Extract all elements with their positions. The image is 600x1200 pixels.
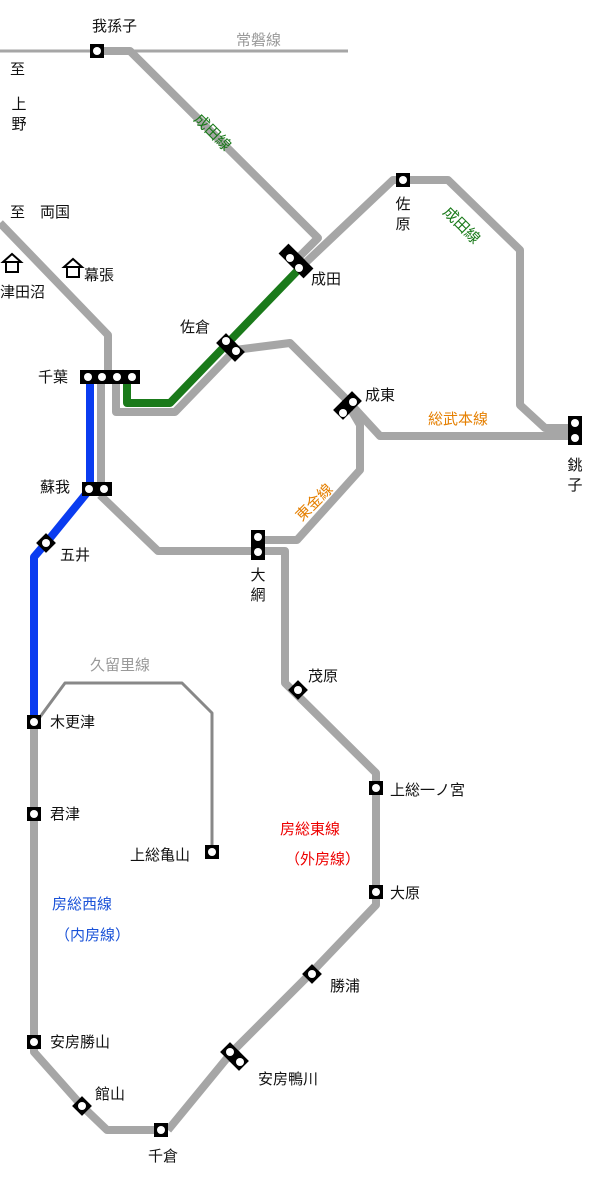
station-label-naruto: 成東 — [365, 386, 396, 404]
joban-line-label: 常磐線 — [236, 31, 282, 49]
station-choshi[interactable] — [568, 416, 582, 445]
kururi-line — [38, 681, 214, 852]
station-oami[interactable] — [251, 530, 265, 560]
station-awa-katsuyama[interactable] — [27, 1035, 41, 1049]
station-label-soga: 蘇我 — [40, 478, 71, 496]
boso-west-line-alt-label: （内房線） — [55, 926, 131, 944]
station-naruto[interactable] — [333, 391, 362, 420]
sobu-line-tokyo — [0, 220, 112, 377]
station-chikura[interactable] — [154, 1123, 168, 1137]
station-label-chiba: 千葉 — [38, 368, 69, 386]
station-label-kimitsu: 君津 — [50, 805, 81, 823]
sotobo-line — [97, 492, 380, 1133]
station-kimitsu[interactable] — [27, 807, 41, 821]
station-label-awa-katsuyama: 安房勝山 — [50, 1033, 111, 1051]
station-label-tateyama: 館山 — [95, 1085, 126, 1103]
station-label-kazusa-ichinomiya: 上総一ノ宮 — [390, 781, 466, 799]
boso-west-line-label: 房総西線 — [52, 895, 113, 913]
direction-to-ueno-name: 上野 — [11, 95, 27, 133]
kururi-line-label: 久留里線 — [90, 656, 151, 674]
station-label-mobara: 茂原 — [308, 667, 339, 685]
station-abiko[interactable] — [90, 44, 104, 58]
station-tateyama[interactable] — [72, 1096, 92, 1116]
station-label-awa-kamogawa: 安房鴨川 — [258, 1070, 319, 1088]
station-label-narita: 成田 — [311, 270, 342, 288]
direction-to-ryogoku: 至 両国 — [10, 203, 71, 221]
home-icon-makuhari — [61, 257, 85, 278]
narita-line-sawara-branch — [297, 176, 575, 432]
station-label-ohara: 大原 — [390, 884, 421, 902]
station-label-kisarazu: 木更津 — [50, 713, 96, 731]
station-sawara[interactable] — [396, 173, 410, 187]
station-katsuura[interactable] — [302, 964, 322, 984]
station-label-katsuura: 勝浦 — [330, 977, 361, 995]
station-kazusa-kameyama[interactable] — [205, 845, 219, 859]
station-mobara[interactable] — [288, 680, 308, 700]
station-label-chikura: 千倉 — [148, 1147, 179, 1165]
station-ohara[interactable] — [369, 885, 383, 899]
togane-line — [262, 405, 364, 544]
boso-east-line-label: 房総東線 — [280, 820, 341, 838]
station-kisarazu[interactable] — [27, 715, 41, 729]
station-awa-kamogawa[interactable] — [220, 1042, 249, 1071]
station-label-kazusa-kameyama: 上総亀山 — [130, 846, 191, 864]
direction-to-ueno-prefix: 至 — [10, 60, 26, 78]
station-kazusa-ichinomiya[interactable] — [369, 781, 383, 795]
station-label-sawara: 佐原 — [395, 195, 411, 233]
station-label-choshi: 銚子 — [567, 456, 583, 494]
station-label-abiko: 我孫子 — [92, 17, 138, 35]
station-sakura[interactable] — [216, 333, 245, 362]
station-chiba[interactable] — [80, 370, 140, 384]
station-label-oami: 大網 — [250, 566, 266, 604]
station-label-goi: 五井 — [60, 546, 91, 564]
station-label-tsudanuma: 津田沼 — [0, 283, 46, 301]
station-label-sakura: 佐倉 — [180, 318, 211, 336]
boso-east-line-alt-label: （外房線） — [285, 850, 361, 868]
narita-line-abiko-branch — [97, 47, 322, 265]
sobu-main-line — [112, 339, 575, 440]
station-soga[interactable] — [82, 482, 112, 496]
home-icon-tsudanuma — [0, 252, 24, 273]
narita-line-green — [123, 265, 303, 407]
station-label-makuhari: 幕張 — [84, 266, 115, 284]
station-narita[interactable] — [278, 243, 314, 279]
sobu-main-line-label: 総武本線 — [428, 410, 489, 428]
